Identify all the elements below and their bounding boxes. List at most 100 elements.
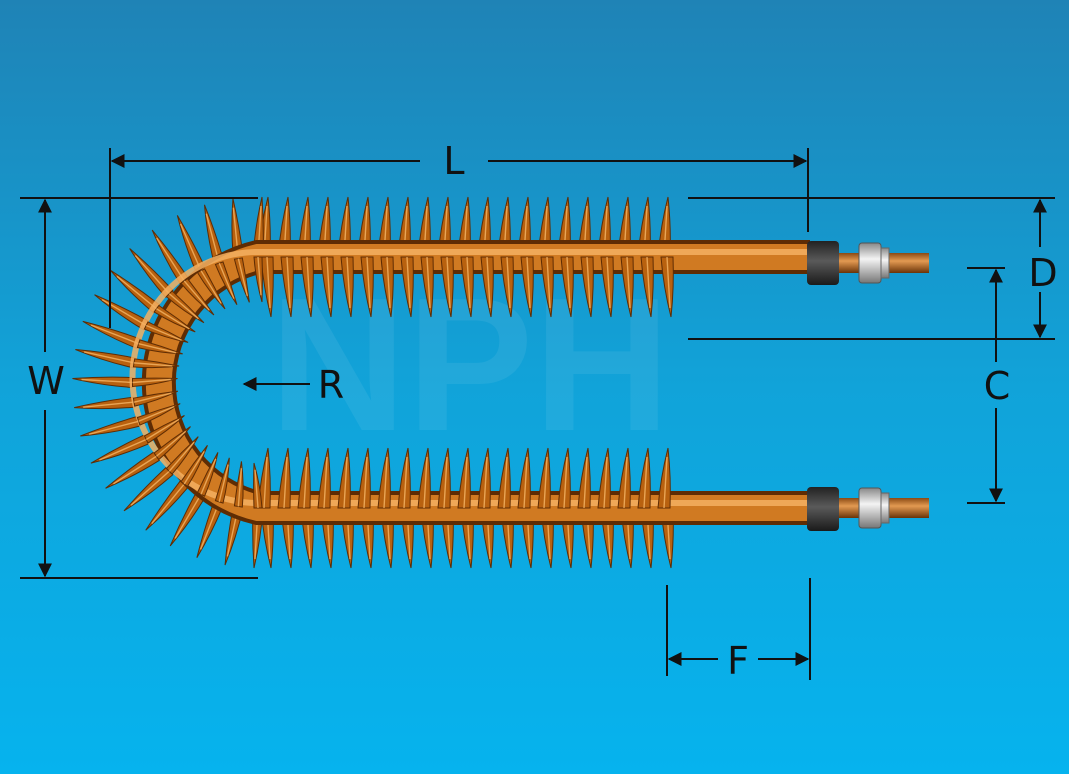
fin-highlight (133, 362, 173, 367)
insulator-bushing (807, 487, 839, 531)
fin-highlight (623, 456, 628, 509)
fin-highlight (174, 493, 202, 539)
fin-highlight (90, 324, 139, 345)
fin-highlight (486, 256, 491, 309)
dimension-d (688, 197, 1055, 340)
fin (105, 451, 161, 489)
fin-highlight (132, 378, 171, 384)
fin-highlight (643, 456, 648, 509)
fin-highlight (346, 256, 351, 309)
terminal-washer (880, 247, 890, 279)
fin-highlight (138, 343, 177, 354)
fin-highlight (383, 456, 388, 509)
fin-highlight (83, 351, 135, 364)
fin-highlight (563, 456, 568, 509)
fin-highlight (151, 483, 185, 524)
fin-highlight (266, 256, 271, 309)
heater-fins-front (132, 256, 674, 509)
terminal-nut (858, 487, 882, 529)
terminal-bottom (807, 487, 929, 531)
fin-highlight (606, 256, 611, 309)
fin (180, 444, 208, 488)
fin-highlight (116, 275, 157, 310)
fin-highlight (586, 256, 591, 309)
fin-highlight (306, 256, 311, 309)
fin-highlight (89, 420, 139, 435)
fin-highlight (133, 392, 172, 403)
label-c: C (984, 364, 1011, 408)
fin-highlight (303, 456, 308, 509)
fin-highlight (130, 470, 170, 506)
fin-highlight (138, 405, 175, 422)
fin (143, 321, 189, 343)
terminal-washer (880, 492, 890, 524)
fin-highlight (663, 456, 668, 509)
fin-highlight (156, 430, 187, 457)
label-l: L (443, 139, 464, 183)
label-d: D (1028, 251, 1057, 295)
fin-highlight (603, 456, 608, 509)
fin-highlight (218, 262, 235, 299)
fin-highlight (406, 256, 411, 309)
label-w: W (27, 359, 65, 403)
fin-highlight (237, 258, 248, 297)
fin-highlight (183, 280, 210, 311)
fin-highlight (200, 458, 217, 495)
fin-highlight (134, 255, 170, 295)
fin-highlight (463, 456, 468, 509)
fin-highlight (323, 456, 328, 509)
fin-highlight (426, 256, 431, 309)
fin-highlight (526, 256, 531, 309)
fin-highlight (81, 378, 133, 384)
fin-highlight (546, 256, 551, 309)
fin-highlight (286, 256, 291, 309)
fin-highlight (168, 441, 195, 472)
fin-highlight (101, 299, 147, 327)
fin-highlight (343, 456, 348, 509)
label-f: F (727, 639, 749, 683)
fin-highlight (543, 456, 548, 509)
dimension-l (109, 148, 809, 328)
fin-highlight (483, 456, 488, 509)
fin (90, 434, 150, 464)
fin (153, 304, 196, 333)
fin-highlight (183, 450, 205, 485)
fin (151, 229, 189, 285)
fin (75, 349, 136, 369)
dimension-w (20, 197, 258, 579)
fin-highlight (257, 256, 262, 296)
fin-highlight (99, 438, 147, 461)
fin-highlight (423, 456, 428, 509)
fin (176, 215, 207, 274)
fin (136, 339, 183, 355)
terminal-top (807, 241, 929, 285)
fin-highlight (626, 256, 631, 309)
fin-highlight (254, 469, 259, 509)
insulator-bushing (807, 241, 839, 285)
fin-highlight (366, 256, 371, 309)
fin-highlight (179, 223, 202, 271)
fin-highlight (666, 256, 671, 309)
fin-highlight (283, 456, 288, 509)
fin-highlight (263, 456, 268, 509)
fin-highlight (145, 324, 182, 341)
fin-highlight (326, 256, 331, 309)
fin-highlight (503, 456, 508, 509)
fin (214, 457, 230, 504)
fin-highlight (646, 256, 651, 309)
fin-highlight (83, 401, 135, 408)
fin (80, 415, 141, 437)
label-r: R (318, 363, 344, 407)
fin (74, 396, 136, 410)
dimension-f (666, 578, 811, 680)
fin-highlight (583, 456, 588, 509)
fin-highlight (168, 293, 199, 320)
fin-highlight (386, 256, 391, 309)
fin-highlight (156, 237, 185, 282)
fin-highlight (200, 270, 222, 304)
fin (196, 452, 219, 497)
fin-highlight (466, 256, 471, 309)
fin-highlight (113, 455, 157, 485)
